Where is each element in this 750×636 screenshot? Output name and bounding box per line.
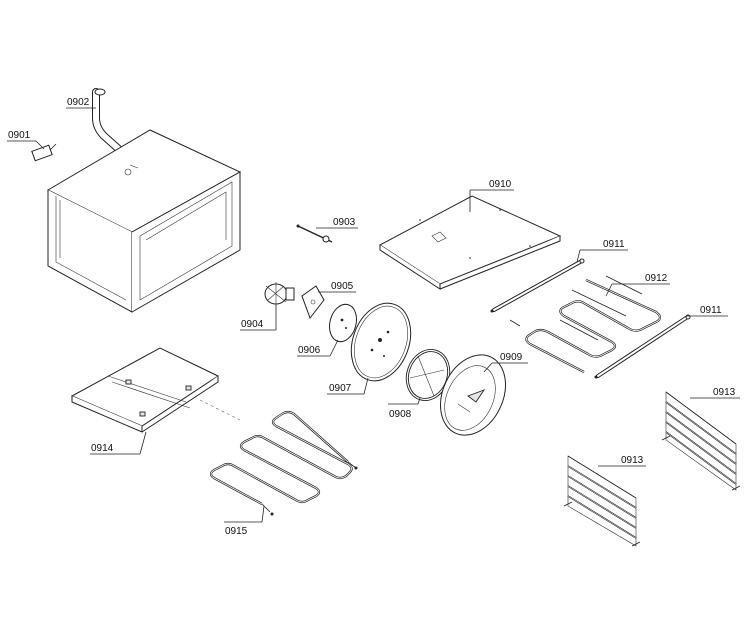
part-0913-side-rack-left xyxy=(563,455,641,547)
part-0911-heating-rod-upper xyxy=(490,258,585,313)
label-0911-b: 0911 xyxy=(700,305,722,316)
label-0906: 0906 xyxy=(298,345,321,356)
label-0913-b: 0913 xyxy=(621,455,644,466)
label-0901: 0901 xyxy=(8,130,31,141)
label-0907: 0907 xyxy=(329,383,352,394)
part-0904-fan-motor xyxy=(264,282,295,306)
label-0908: 0908 xyxy=(389,409,412,420)
part-0901-connector xyxy=(31,140,57,162)
label-0905: 0905 xyxy=(331,281,354,292)
part-0915-bottom-element xyxy=(209,410,358,516)
part-0906-disc xyxy=(329,303,357,343)
part-0910-panel xyxy=(379,195,562,290)
part-0914-bottom-tray xyxy=(70,347,241,433)
label-0910: 0910 xyxy=(489,179,512,190)
part-0905-bracket xyxy=(301,285,325,320)
part-0909-back-cover xyxy=(440,354,506,436)
label-0904: 0904 xyxy=(241,319,264,330)
label-0903: 0903 xyxy=(333,217,356,228)
label-0913-a: 0913 xyxy=(713,387,736,398)
label-0912: 0912 xyxy=(645,273,668,284)
part-0912-grill-element xyxy=(509,275,662,373)
label-0914: 0914 xyxy=(91,443,114,454)
part-0911-heating-rod-lower xyxy=(594,314,691,379)
label-0911-a: 0911 xyxy=(603,239,625,250)
part-0903-probe xyxy=(296,224,333,243)
label-0902: 0902 xyxy=(67,97,90,108)
label-0915: 0915 xyxy=(225,526,248,537)
label-0909: 0909 xyxy=(500,352,523,363)
part-0913-side-rack-right xyxy=(661,391,741,491)
oven-cavity xyxy=(46,129,242,313)
